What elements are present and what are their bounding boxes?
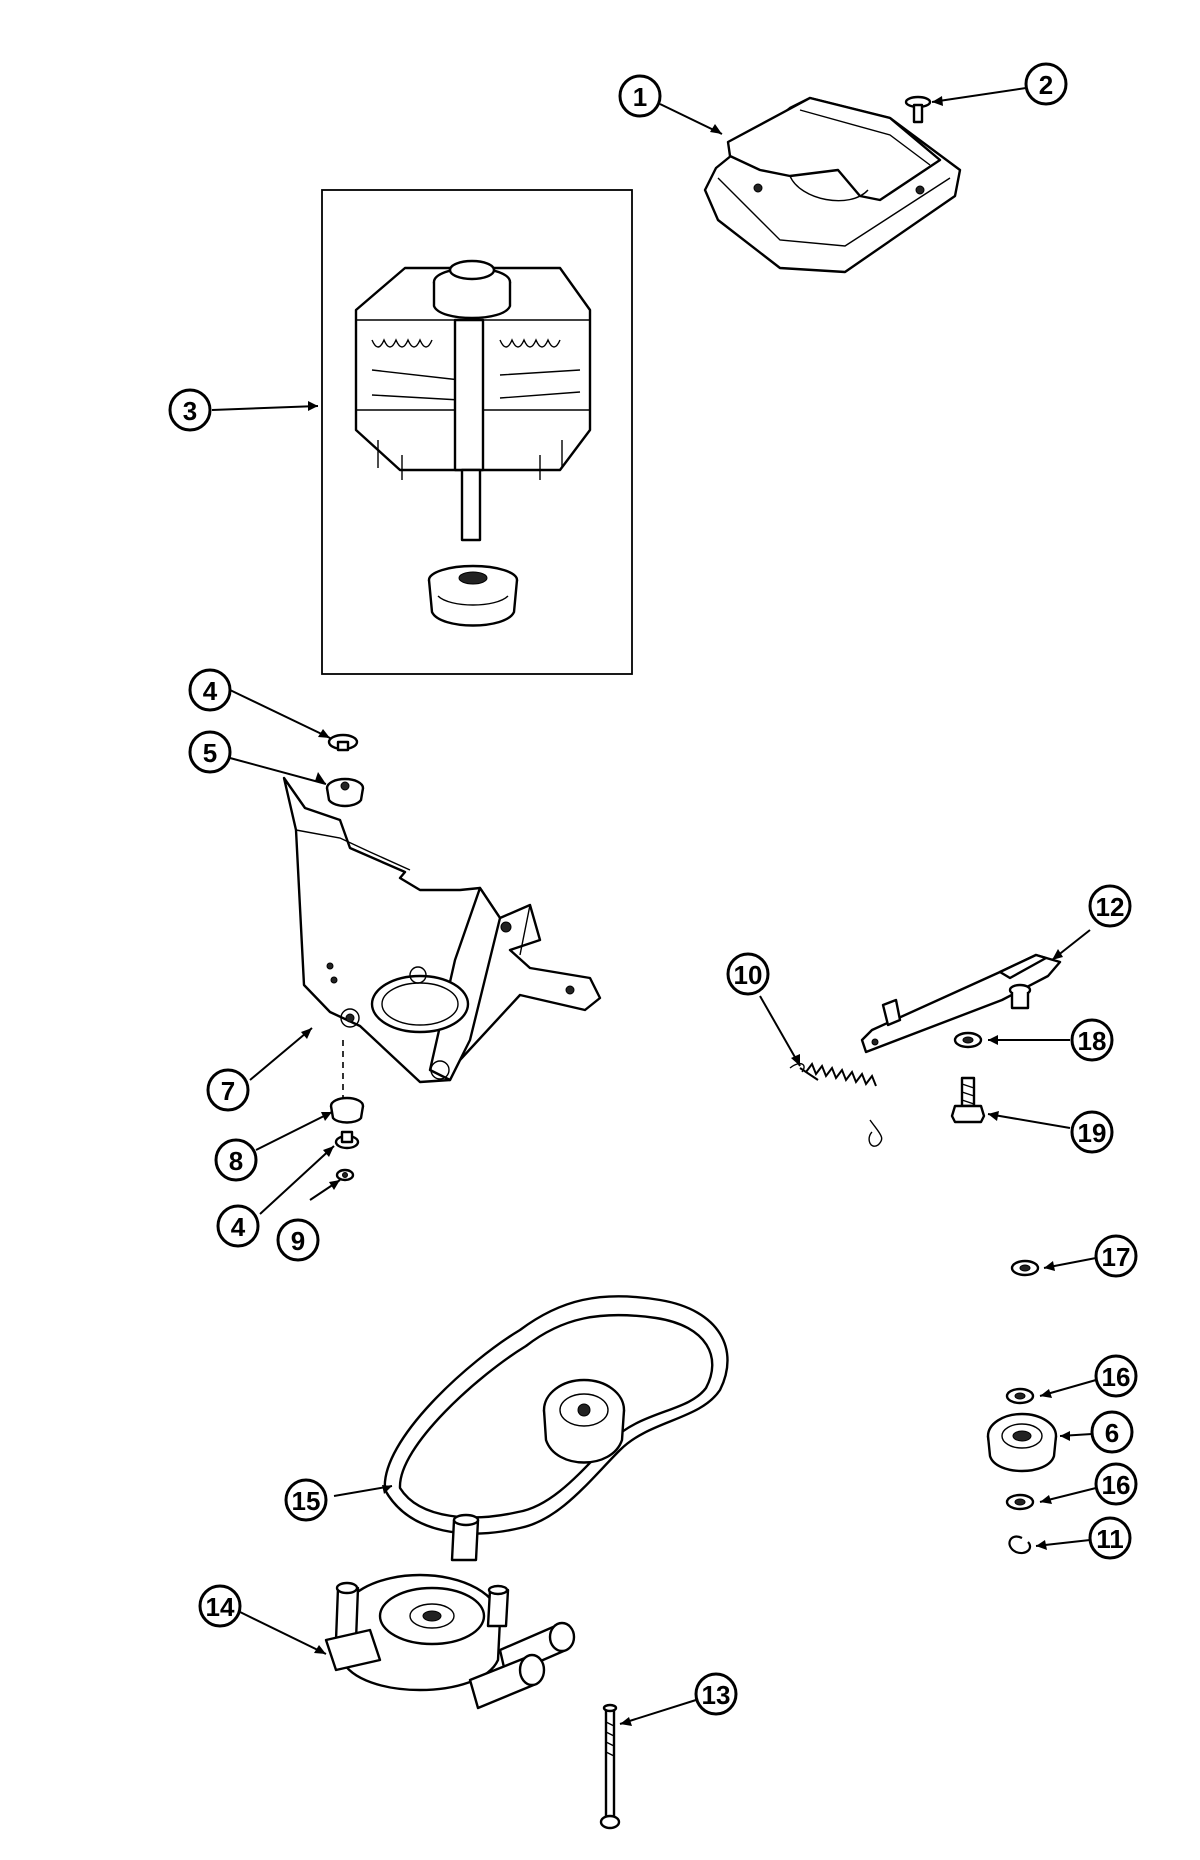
motor-cover — [703, 96, 962, 274]
arm-screw — [950, 1076, 986, 1124]
svg-text:11: 11 — [1096, 1524, 1124, 1554]
svg-text:6: 6 — [1105, 1418, 1119, 1448]
washer-17 — [1010, 1259, 1040, 1277]
svg-text:3: 3 — [183, 396, 197, 426]
svg-text:7: 7 — [221, 1076, 235, 1106]
svg-text:16: 16 — [1102, 1362, 1131, 1392]
motor-mount-bracket — [282, 776, 602, 1084]
callout-5: 5 — [188, 730, 232, 774]
svg-text:18: 18 — [1078, 1026, 1107, 1056]
callout-15: 15 — [284, 1478, 328, 1522]
svg-text:12: 12 — [1096, 892, 1125, 922]
leader-lines — [211, 87, 1097, 1726]
motor-assembly — [321, 189, 633, 675]
callout-2: 2 — [1024, 62, 1068, 106]
callout-4-top: 4 — [188, 668, 232, 712]
svg-text:14: 14 — [206, 1592, 235, 1622]
callout-7: 7 — [206, 1068, 250, 1112]
svg-text:4: 4 — [203, 676, 218, 706]
idler-spring — [789, 1061, 883, 1147]
callout-17: 17 — [1094, 1234, 1138, 1278]
svg-text:15: 15 — [292, 1486, 321, 1516]
idler-pulley — [986, 1412, 1058, 1473]
svg-text:9: 9 — [291, 1226, 305, 1256]
callout-19: 19 — [1070, 1110, 1114, 1154]
callout-12: 12 — [1088, 884, 1132, 928]
idler-arm — [860, 953, 1062, 1054]
svg-text:4: 4 — [231, 1212, 246, 1242]
svg-text:13: 13 — [702, 1680, 731, 1710]
callout-4-bottom: 4 — [216, 1204, 260, 1248]
svg-text:10: 10 — [734, 960, 763, 990]
svg-text:17: 17 — [1102, 1242, 1131, 1272]
callout-13: 13 — [694, 1672, 738, 1716]
grommet-washer-bottom — [334, 1130, 360, 1150]
pulley-washer-lower — [1005, 1493, 1035, 1511]
grommet-washer — [327, 733, 359, 752]
pump-bolt — [599, 1703, 621, 1830]
svg-text:19: 19 — [1078, 1118, 1107, 1148]
callout-1: 1 — [618, 74, 662, 118]
svg-text:5: 5 — [203, 738, 217, 768]
cover-screw — [904, 95, 932, 124]
svg-text:8: 8 — [229, 1146, 243, 1176]
callout-11: 11 — [1088, 1516, 1132, 1560]
svg-text:16: 16 — [1102, 1470, 1131, 1500]
callout-18: 18 — [1070, 1018, 1114, 1062]
svg-text:2: 2 — [1039, 70, 1053, 100]
callout-10: 10 — [726, 952, 770, 996]
callout-16-lower: 16 — [1094, 1462, 1138, 1506]
callout-9: 9 — [276, 1218, 320, 1262]
callout-3: 3 — [168, 388, 212, 432]
svg-text:1: 1 — [633, 82, 647, 112]
pulley-washer — [1005, 1387, 1035, 1405]
pump — [324, 1513, 576, 1710]
arm-washer — [953, 1031, 983, 1049]
callout-14: 14 — [198, 1584, 242, 1628]
drive-belt — [383, 1295, 729, 1535]
nut — [335, 1168, 355, 1182]
top-grommet — [325, 777, 365, 808]
callout-6: 6 — [1090, 1410, 1134, 1454]
retaining-ring — [1008, 1535, 1032, 1555]
bottom-grommet — [329, 1096, 365, 1124]
callout-8: 8 — [214, 1138, 258, 1182]
callout-16-upper: 16 — [1094, 1354, 1138, 1398]
